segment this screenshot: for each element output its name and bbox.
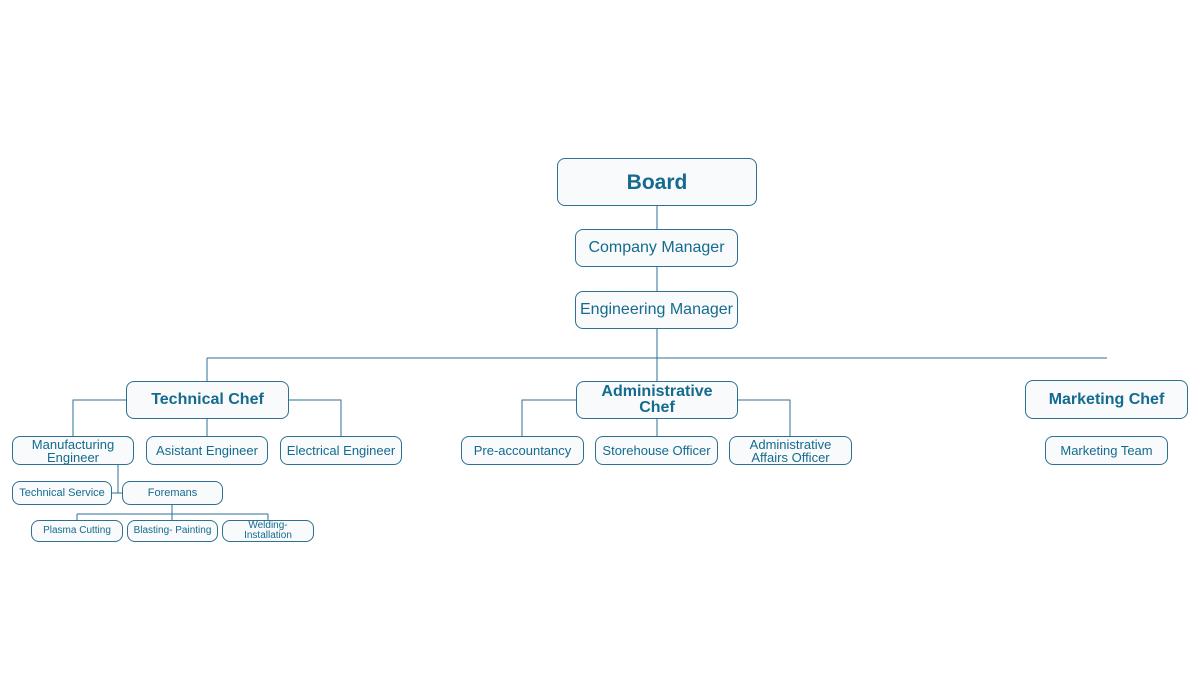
node-plasma-cutting-label: Plasma Cutting xyxy=(43,525,111,536)
node-manufacturing-engineer[interactable]: Manufacturing Engineer xyxy=(12,436,134,465)
node-welding-installation[interactable]: Welding- Installation xyxy=(222,520,314,542)
connector-administrative-affairs xyxy=(738,399,791,436)
node-board-label: Board xyxy=(626,170,688,194)
connector-technical-electrical xyxy=(289,399,342,436)
node-welding-installation-label: Welding- Installation xyxy=(244,520,292,541)
node-administrative-chef[interactable]: Administrative Chef xyxy=(576,381,738,419)
node-engineering-manager[interactable]: Engineering Manager xyxy=(575,291,738,329)
node-foremans[interactable]: Foremans xyxy=(122,481,223,505)
node-administrative-chef-label: Administrative Chef xyxy=(601,383,713,416)
connector-technical-manufacturing xyxy=(72,399,126,436)
node-company-manager-label: Company Manager xyxy=(588,239,725,256)
node-engineering-manager-label: Engineering Manager xyxy=(580,301,733,318)
node-blasting-painting[interactable]: Blasting- Painting xyxy=(127,520,218,542)
node-administrative-affairs-officer-label: Administrative Affairs Officer xyxy=(749,436,832,465)
node-plasma-cutting[interactable]: Plasma Cutting xyxy=(31,520,123,542)
node-company-manager[interactable]: Company Manager xyxy=(575,229,738,267)
node-technical-service[interactable]: Technical Service xyxy=(12,481,112,505)
node-electrical-engineer[interactable]: Electrical Engineer xyxy=(280,436,402,465)
node-storehouse-officer-label: Storehouse Officer xyxy=(602,443,711,458)
node-pre-accountancy[interactable]: Pre-accountancy xyxy=(461,436,584,465)
node-marketing-team-label: Marketing Team xyxy=(1060,443,1153,458)
node-board[interactable]: Board xyxy=(557,158,757,206)
node-marketing-chef-label: Marketing Chef xyxy=(1048,390,1165,408)
node-technical-chef-label: Technical Chef xyxy=(151,391,264,408)
node-marketing-chef[interactable]: Marketing Chef xyxy=(1025,380,1188,419)
node-technical-service-label: Technical Service xyxy=(19,486,105,499)
node-blasting-painting-label: Blasting- Painting xyxy=(133,525,212,536)
node-asistant-engineer-label: Asistant Engineer xyxy=(156,443,258,458)
node-manufacturing-engineer-label: Manufacturing Engineer xyxy=(31,436,115,465)
node-electrical-engineer-label: Electrical Engineer xyxy=(286,443,396,458)
node-technical-chef[interactable]: Technical Chef xyxy=(126,381,289,419)
connector-administrative-preaccountancy xyxy=(521,399,576,436)
node-pre-accountancy-label: Pre-accountancy xyxy=(473,443,572,458)
node-foremans-label: Foremans xyxy=(147,486,198,499)
node-marketing-team[interactable]: Marketing Team xyxy=(1045,436,1168,465)
node-administrative-affairs-officer[interactable]: Administrative Affairs Officer xyxy=(729,436,852,465)
node-storehouse-officer[interactable]: Storehouse Officer xyxy=(595,436,718,465)
node-asistant-engineer[interactable]: Asistant Engineer xyxy=(146,436,268,465)
